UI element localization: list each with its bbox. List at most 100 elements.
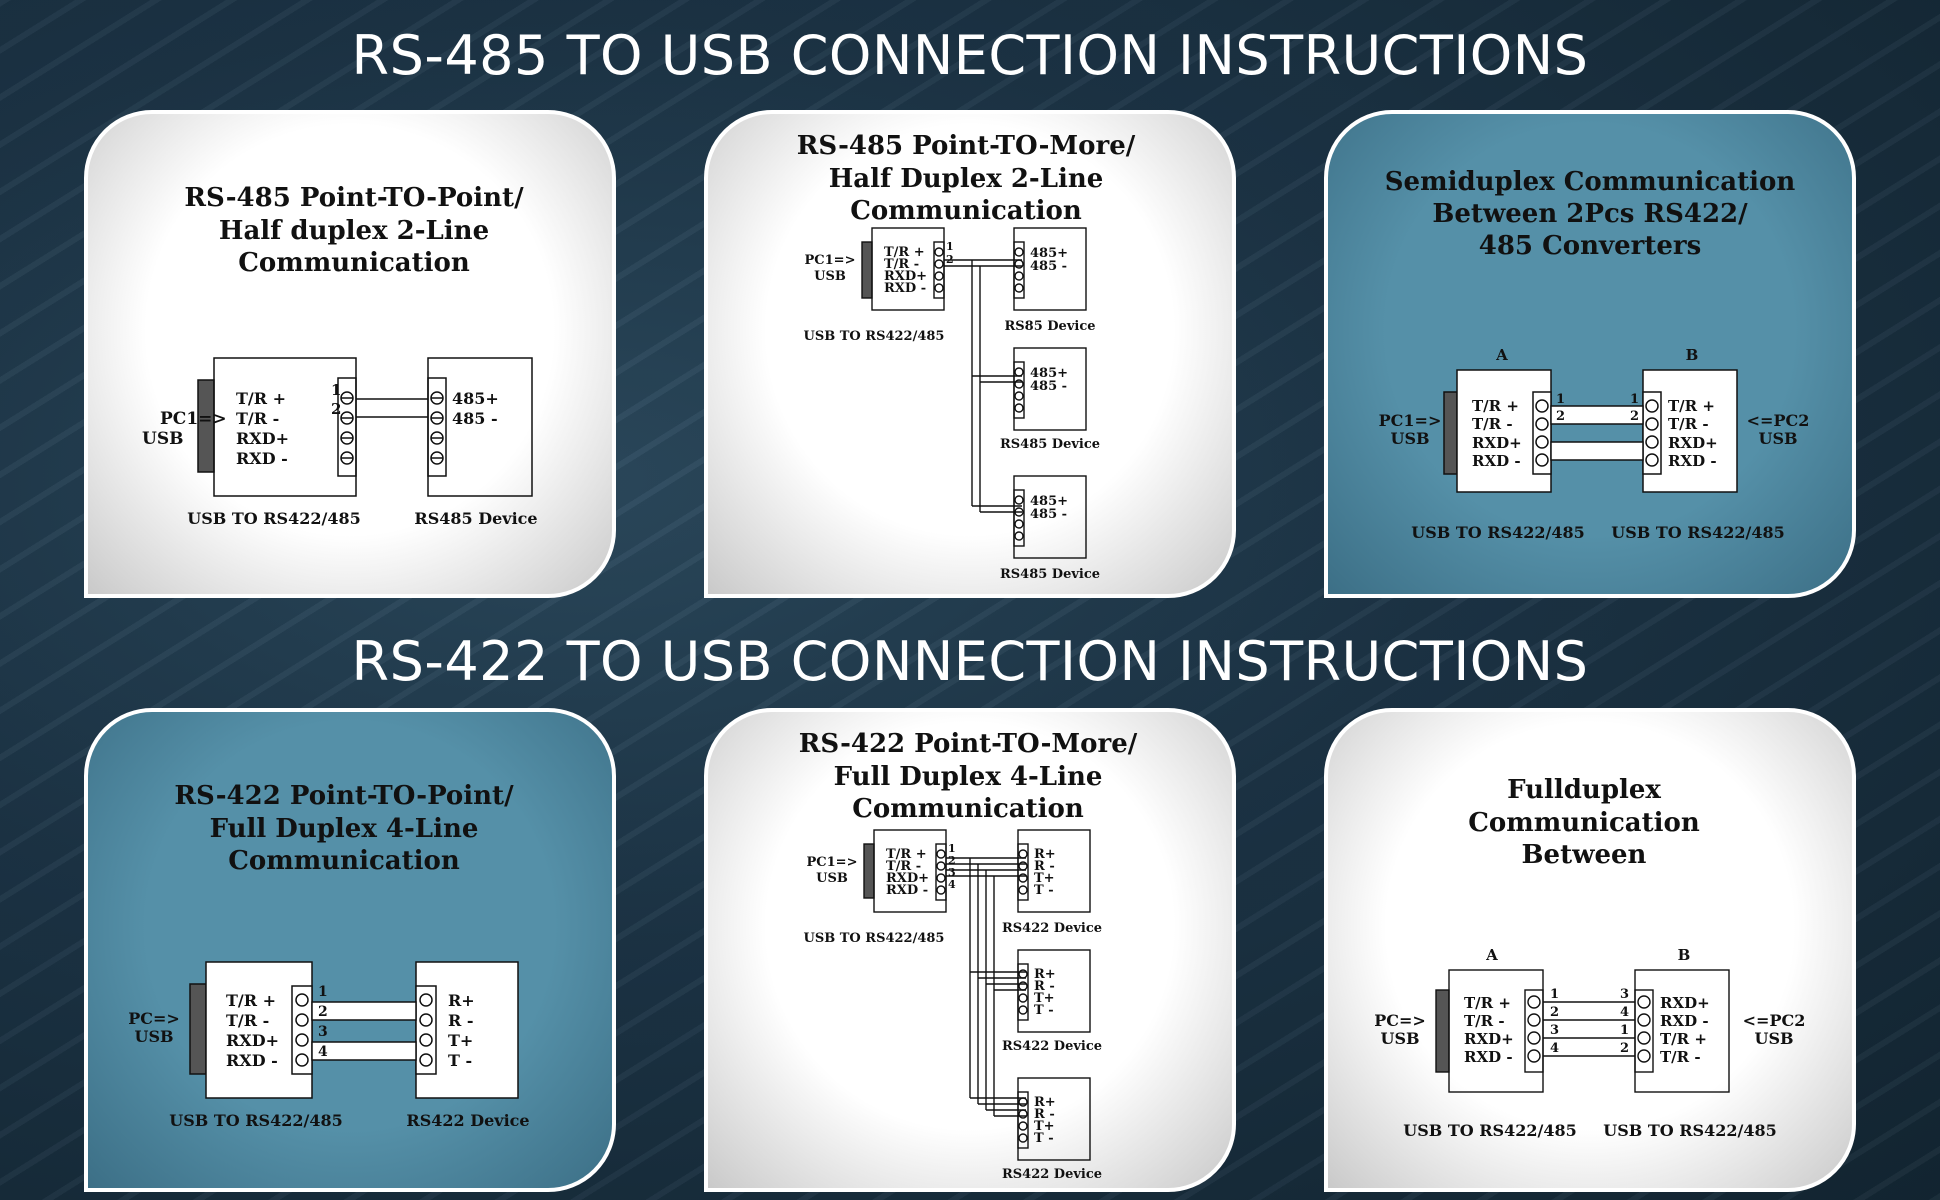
- terminal-screws: [295, 993, 309, 1067]
- pc-label: PC1=>: [805, 253, 856, 268]
- converter-caption: USB TO RS422/485: [1411, 523, 1585, 542]
- pc-label: PC=>: [128, 1009, 180, 1028]
- device-terminal: [1013, 241, 1025, 299]
- usb-plug: [189, 983, 207, 1075]
- pin-label: T/R -: [1464, 1012, 1505, 1030]
- panel-title-line3: Communication: [238, 248, 470, 278]
- wire-number: 1: [331, 381, 341, 399]
- panel-title-line2: Half duplex 2-Line: [219, 216, 489, 246]
- converter-caption: USB TO RS422/485: [1603, 1121, 1777, 1140]
- device-terminal: [427, 377, 447, 477]
- pin-label: T/R +: [886, 847, 927, 862]
- wire-number: 2: [1556, 409, 1565, 424]
- terminal-block-a: [1524, 989, 1544, 1073]
- panel-title-line1: RS-485 Point-TO-Point/: [184, 183, 524, 213]
- pin-label: T -: [1034, 883, 1054, 898]
- usb-plug: [863, 843, 875, 899]
- pin-label: T -: [1034, 1003, 1054, 1018]
- wire-pair: [1550, 405, 1644, 425]
- usb-plug-a: [1435, 989, 1450, 1073]
- pin-label: T+: [1034, 871, 1055, 886]
- pc-label: PC1=>: [807, 855, 858, 870]
- pin-label: T/R -: [886, 859, 921, 874]
- pin-label: T/R -: [884, 257, 919, 272]
- pin-label: 485+: [1030, 366, 1068, 381]
- wire-number: 1: [948, 842, 956, 855]
- usb-label: USB: [142, 429, 183, 449]
- pc-label: PC1=>: [160, 409, 227, 429]
- pin-label: 485 -: [1030, 379, 1067, 394]
- pin-label: RXD -: [1660, 1012, 1709, 1030]
- pin-label: R -: [1034, 979, 1055, 994]
- pin-label: RXD+: [1668, 434, 1718, 452]
- device-screws: [1018, 1097, 1028, 1143]
- wire-number: 2: [318, 1004, 328, 1020]
- terminal-block-a: [1532, 391, 1552, 475]
- converter-caption: USB TO RS422/485: [187, 509, 361, 528]
- pin-label: T+: [1034, 991, 1055, 1006]
- panel-title-line2: Half Duplex 2-Line: [829, 164, 1104, 194]
- pin-label: T/R +: [884, 245, 925, 260]
- device-screws: [1014, 247, 1024, 293]
- side-label-b: B: [1678, 946, 1691, 964]
- wire-number: 1: [946, 240, 954, 253]
- pin-label: RXD+: [1660, 994, 1710, 1012]
- pin-label: R+: [1034, 967, 1056, 982]
- usb-label: USB: [1754, 1029, 1793, 1048]
- panel-title-line2: Between 2Pcs RS422/: [1432, 199, 1748, 229]
- wire-number: 4: [1550, 1041, 1559, 1056]
- side-label-a: A: [1495, 346, 1508, 364]
- pin-label: RXD+: [886, 871, 929, 886]
- terminal-block: [935, 843, 947, 901]
- device-terminal: [415, 985, 437, 1075]
- panel-title-line3: Communication: [850, 196, 1082, 226]
- usb-plug-a: [1443, 391, 1458, 475]
- converter-caption: USB TO RS422/485: [1611, 523, 1785, 542]
- pin-label: R -: [1034, 859, 1055, 874]
- rs485-section-title: RS-485 TO USB CONNECTION INSTRUCTIONS: [351, 24, 1589, 87]
- wire-number: 1: [1620, 1023, 1629, 1038]
- device-caption: RS422 Device: [1002, 1167, 1102, 1182]
- panel-title-line1: Semiduplex Communication: [1385, 167, 1796, 197]
- usb-label: USB: [816, 871, 848, 886]
- usb-label: USB: [814, 269, 846, 284]
- converter-caption: USB TO RS422/485: [804, 931, 945, 946]
- converter-caption: USB TO RS422/485: [1403, 1121, 1577, 1140]
- pin-label: T -: [1034, 1131, 1054, 1146]
- pin-label: T+: [448, 1031, 473, 1050]
- panel-title-line3: Between: [1522, 840, 1647, 870]
- panel-rs485-point-to-more: RS-485 Point-TO-More/ Half Duplex 2-Line…: [704, 110, 1236, 598]
- device-caption: RS485 Device: [1000, 437, 1100, 452]
- device-terminal: [1017, 843, 1029, 901]
- pin-label: T/R +: [1660, 1030, 1707, 1048]
- terminal-screws-b: [1637, 995, 1651, 1063]
- terminal-screws-a: [1535, 399, 1549, 467]
- terminal-block: [933, 241, 945, 299]
- wire-number: 1: [318, 984, 328, 1000]
- pin-label: R+: [1034, 1095, 1056, 1110]
- terminal-screws: [934, 247, 944, 293]
- pin-label: T/R +: [1464, 994, 1511, 1012]
- panel-title-line2: Communication: [1468, 808, 1700, 838]
- pin-label: 485 -: [1030, 259, 1067, 274]
- pc-label: PC1=>: [1379, 411, 1442, 430]
- converter-caption: USB TO RS422/485: [169, 1111, 343, 1130]
- device-caption: RS422 Device: [1002, 921, 1102, 936]
- terminal-screws-a: [1527, 995, 1541, 1063]
- device-caption: RS422 Device: [1002, 1039, 1102, 1054]
- device-terminal: [1013, 489, 1025, 547]
- device-screws: [1014, 367, 1024, 413]
- wire-number: 2: [948, 854, 956, 867]
- side-label-b: B: [1686, 346, 1699, 364]
- terminal-screws: [936, 849, 946, 895]
- pin-label: T/R -: [1472, 415, 1513, 433]
- pin-label: RXD+: [1472, 434, 1522, 452]
- usb-plug: [861, 241, 873, 299]
- wire-number: 3: [1550, 1023, 1559, 1038]
- terminal-screws-b: [1645, 399, 1659, 467]
- converter-caption: USB TO RS422/485: [804, 329, 945, 344]
- wire-number: 4: [1620, 1005, 1629, 1020]
- pin-label: R+: [448, 991, 475, 1010]
- wire-number: 3: [318, 1024, 328, 1040]
- pin-label: 485+: [1030, 494, 1068, 509]
